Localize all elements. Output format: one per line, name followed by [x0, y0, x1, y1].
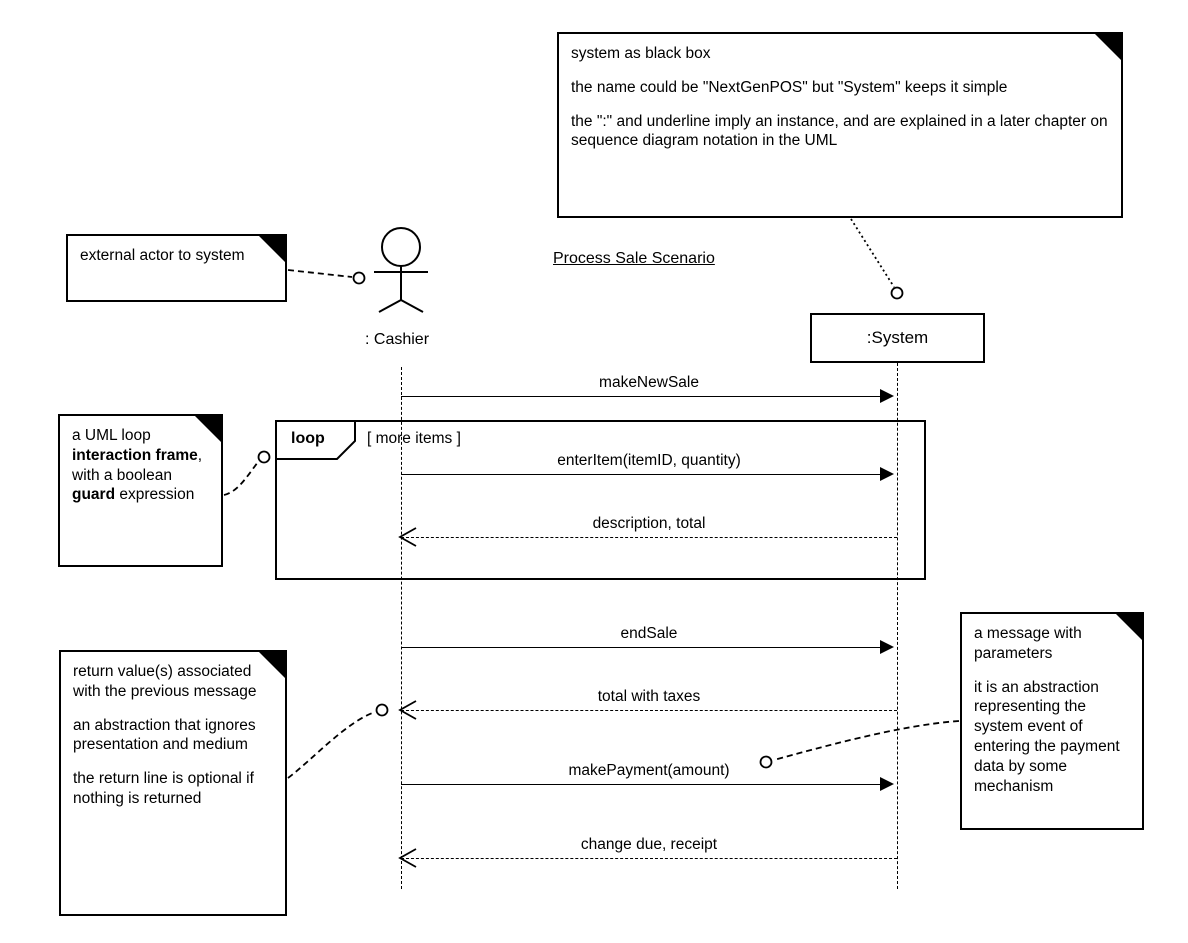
note-return-values-body: return value(s) associated with the prev… — [61, 652, 285, 817]
message-label-total-with-taxes: total with taxes — [597, 688, 701, 705]
note-system-black-box-body: system as black box the name could be "N… — [559, 34, 1121, 159]
message-line-endSale — [401, 647, 883, 648]
note-paragraph: the name could be "NextGenPOS" but "Syst… — [571, 78, 1008, 96]
message-arrowhead-icon — [880, 640, 894, 654]
note-loop-frame: a UML loop interaction frame, with a boo… — [58, 414, 223, 567]
message-line-enterItem — [401, 474, 883, 475]
note-fold-icon — [1116, 614, 1142, 640]
message-arrowhead-icon — [880, 777, 894, 791]
note-paragraph: a message with parameters — [974, 625, 1082, 662]
message-line-total-with-taxes — [401, 710, 897, 711]
frame-operator-label: loop — [291, 430, 325, 447]
note-paragraph: the ":" and underline imply an instance,… — [571, 112, 1108, 150]
note-message-parameters: a message with parameters it is an abstr… — [960, 612, 1144, 830]
note-fold-icon — [1095, 34, 1121, 60]
note-anchor-circle — [375, 703, 389, 717]
note-connector-message-parameters — [773, 720, 960, 761]
message-label-makePayment: makePayment(amount) — [568, 762, 730, 779]
message-line-makePayment — [401, 784, 883, 785]
participant-label-cashier: : Cashier — [365, 331, 430, 348]
note-paragraph: external actor to system — [80, 247, 245, 264]
note-paragraph: system as black box — [571, 45, 711, 62]
note-paragraph: the return line is optional if nothing i… — [73, 770, 254, 808]
message-label-endSale: endSale — [620, 625, 678, 642]
note-anchor-circle — [257, 450, 271, 464]
message-label-enterItem: enterItem(itemID, quantity) — [557, 452, 741, 469]
note-paragraph: a UML loop interaction frame, with a boo… — [72, 427, 203, 504]
diagram-title: Process Sale Scenario — [553, 250, 715, 267]
note-anchor-circle — [890, 286, 904, 300]
note-fold-icon — [259, 652, 285, 678]
participant-label-system: :System — [866, 328, 929, 347]
message-arrowhead-icon — [880, 389, 894, 403]
message-arrowhead-icon — [880, 467, 894, 481]
message-label-description-total: description, total — [592, 515, 706, 532]
note-connector-system-black-box — [850, 218, 895, 288]
note-anchor-circle — [352, 271, 366, 285]
interaction-frame-loop — [275, 420, 926, 580]
note-fold-icon — [259, 236, 285, 262]
note-external-actor: external actor to system — [66, 234, 287, 302]
message-label-change-due-receipt: change due, receipt — [580, 836, 718, 853]
message-line-makeNewSale — [401, 396, 883, 397]
note-system-black-box: system as black box the name could be "N… — [557, 32, 1123, 218]
lifeline-cashier — [401, 367, 402, 889]
note-paragraph: it is an abstraction representing the sy… — [974, 678, 1120, 795]
message-line-change-due-receipt — [401, 858, 897, 859]
frame-guard-label: [ more items ] — [367, 430, 461, 447]
actor-leg-right-line — [400, 299, 424, 313]
lifeline-system — [897, 363, 898, 889]
note-loop-frame-body: a UML loop interaction frame, with a boo… — [60, 416, 221, 513]
note-message-parameters-body: a message with parameters it is an abstr… — [962, 614, 1142, 805]
participant-box-system[interactable]: :System — [810, 313, 985, 363]
actor-leg-left-line — [378, 299, 402, 313]
note-paragraph: return value(s) associated with the prev… — [73, 663, 257, 700]
message-label-makeNewSale: makeNewSale — [599, 374, 699, 391]
note-external-actor-body: external actor to system — [68, 236, 285, 274]
note-paragraph: an abstraction that ignores presentation… — [73, 716, 256, 754]
message-line-description-total — [401, 537, 897, 538]
note-fold-icon — [195, 416, 221, 442]
note-return-values: return value(s) associated with the prev… — [59, 650, 287, 916]
note-connector-external-actor — [287, 269, 353, 278]
actor-head-icon — [381, 227, 421, 267]
note-connector-loop-frame — [223, 461, 259, 496]
note-connector-return-values — [287, 711, 376, 779]
